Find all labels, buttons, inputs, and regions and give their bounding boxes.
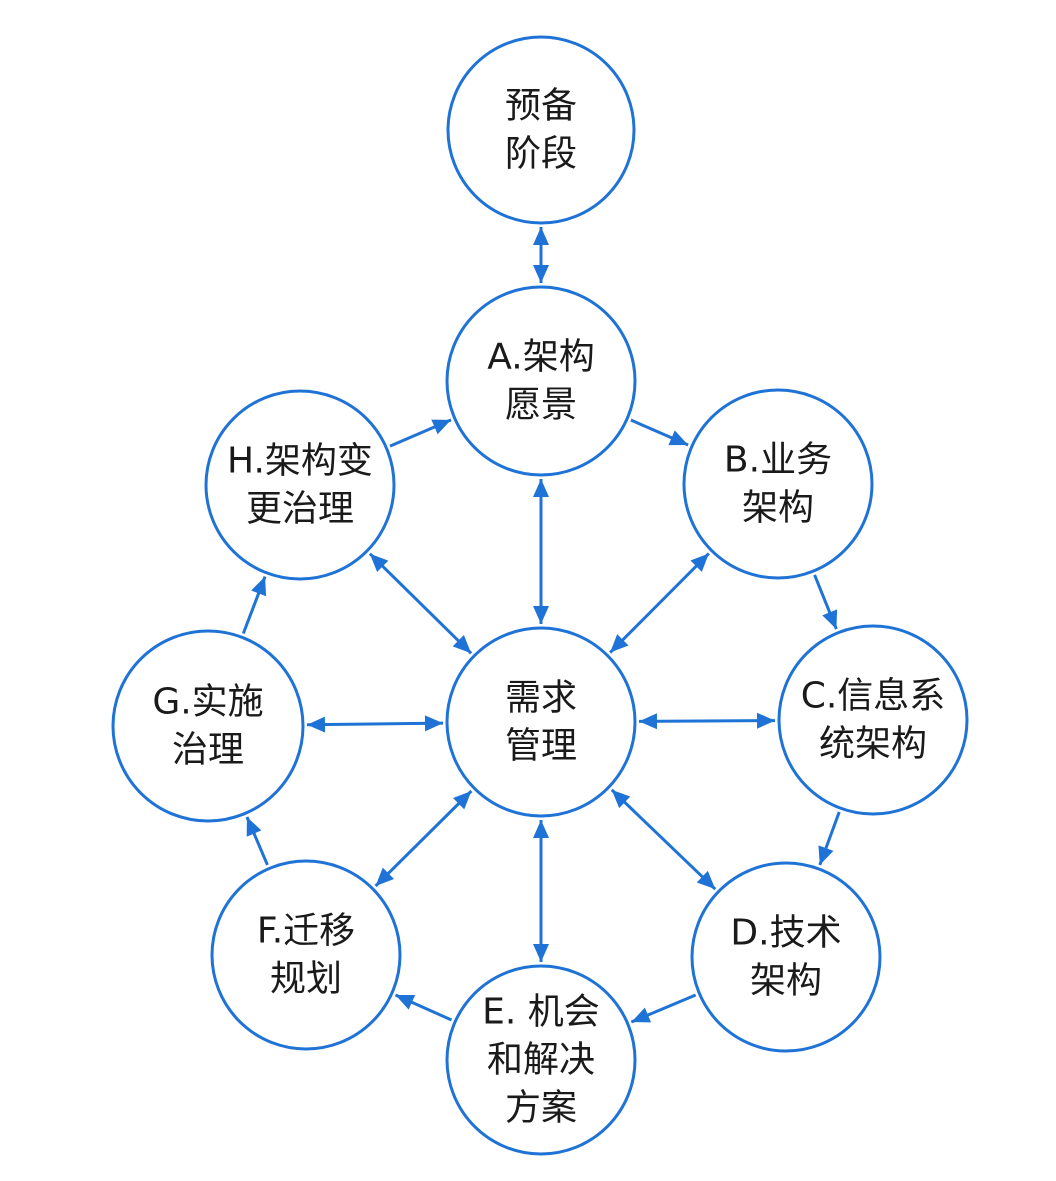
arrowhead-RM-G-end	[306, 716, 326, 733]
node-G-label-line-2: 治理	[172, 730, 244, 771]
node-G-circle	[111, 629, 305, 823]
arrowhead-G-H-end	[251, 576, 267, 597]
arrowhead-RM-D-end	[696, 870, 716, 890]
node-RM-label-line-1: 需求	[505, 678, 577, 719]
node-C-label-line-1: C.信息系	[801, 676, 946, 717]
node-G-label-line-1: G.实施	[152, 682, 263, 723]
node-D-label-line-1: D.技术	[730, 913, 841, 954]
node-prelim-label-line-1: 预备	[505, 86, 577, 127]
arrowhead-RM-C-end	[756, 712, 776, 729]
node-E-label-line-1: E. 机会	[482, 992, 600, 1033]
node-RM-label-line-2: 管理	[505, 726, 577, 767]
node-A-circle	[445, 285, 637, 477]
edge-RM-G	[306, 721, 444, 727]
arrowhead-E-F-end	[395, 994, 416, 1010]
edge-RM-D	[610, 788, 717, 891]
arrowhead-C-D-end	[818, 845, 834, 866]
arrowhead-prelim-A-start	[533, 227, 549, 245]
node-H-circle	[204, 389, 396, 581]
arrowhead-B-C-end	[822, 609, 838, 630]
node-E-circle	[445, 964, 637, 1156]
arrowhead-H-A-end	[431, 419, 452, 435]
arrowhead-RM-B-start	[610, 634, 629, 653]
node-D-circle	[690, 861, 882, 1053]
arrowhead-RM-G-start	[424, 715, 444, 732]
edge-RM-C	[638, 719, 776, 723]
arrowhead-RM-F-end	[375, 867, 395, 887]
node-C-label-line-2: 统架构	[819, 724, 927, 765]
node-H-label-line-2: 更治理	[246, 489, 354, 530]
arrowhead-D-E-end	[631, 1007, 652, 1023]
arrowhead-RM-E-end	[533, 944, 549, 962]
node-prelim-circle	[446, 35, 636, 225]
node-E-label-line-3: 方案	[505, 1088, 577, 1129]
node-B-label-line-1: B.业务	[724, 440, 832, 481]
node-F-label-line-1: F.迁移	[257, 911, 355, 952]
node-prelim-label-line-2: 阶段	[505, 134, 577, 175]
node-A-label-line-1: A.架构	[487, 337, 594, 378]
arrowhead-RM-C-start	[638, 713, 658, 730]
node-H-label-line-1: H.架构变	[227, 441, 373, 482]
node-F-label-line-2: 规划	[270, 959, 342, 1000]
arrowhead-RM-B-end	[690, 553, 709, 572]
arrowhead-RM-E-start	[533, 820, 549, 838]
arrowhead-RM-D-start	[611, 789, 631, 809]
node-F-circle	[210, 859, 402, 1051]
arrowhead-RM-F-start	[452, 790, 472, 810]
node-A-label-line-2: 愿景	[505, 385, 577, 426]
arrowhead-prelim-A-end	[533, 265, 549, 283]
node-B-circle	[682, 388, 874, 580]
arrowhead-RM-H-end	[369, 553, 389, 573]
arrowhead-RM-A-start	[533, 606, 549, 624]
node-E-label-line-2: 和解决	[487, 1040, 595, 1081]
node-D-label-line-2: 架构	[750, 961, 822, 1002]
node-RM-circle	[445, 626, 637, 818]
edges-layer	[241, 227, 841, 1024]
node-C-circle	[777, 624, 969, 816]
edge-RM-F	[374, 789, 473, 888]
edge-RM-B	[609, 552, 710, 654]
arrowhead-F-G-end	[246, 817, 262, 837]
edge-RM-H	[368, 552, 473, 655]
arrowhead-RM-H-start	[452, 634, 472, 654]
node-B-label-line-2: 架构	[742, 488, 814, 529]
arrowhead-RM-A-end	[533, 479, 549, 497]
arrowhead-A-B-end	[668, 430, 689, 446]
